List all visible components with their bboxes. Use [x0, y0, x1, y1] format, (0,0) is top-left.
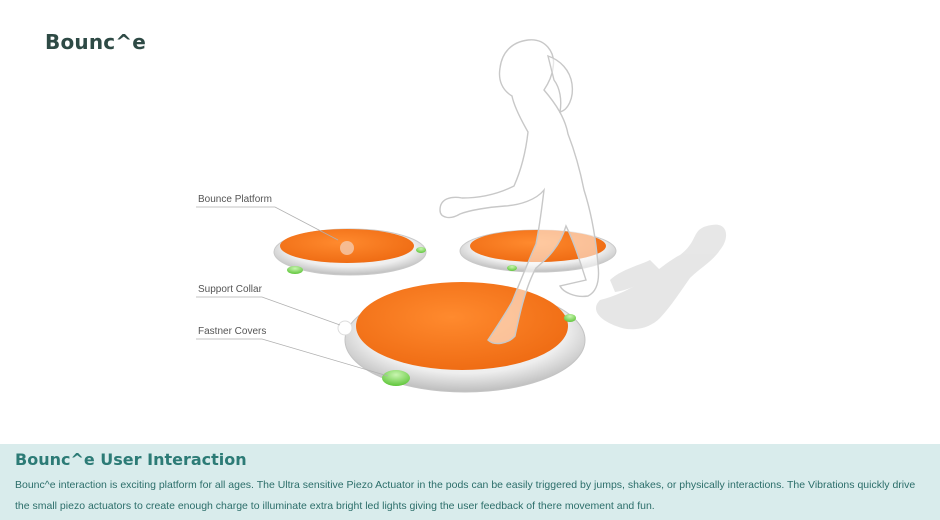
bounce-platform-left — [273, 228, 427, 276]
callout-fastner-covers: Fastner Covers — [198, 326, 267, 337]
callout-lines — [196, 206, 389, 377]
callout-bounce-platform: Bounce Platform — [198, 194, 272, 205]
figure-shadow — [595, 224, 727, 330]
info-panel-body: Bounc^e interaction is exciting platform… — [15, 479, 916, 512]
callout-support-collar: Support Collar — [198, 284, 262, 295]
leader-bounce-platform — [196, 206, 339, 241]
info-panel: Bounc^e User Interaction Bounc^e interac… — [0, 444, 940, 520]
leader-fastner-covers — [196, 338, 389, 377]
child-figure — [439, 39, 600, 345]
bounce-platform-main — [337, 282, 586, 393]
info-panel-title: Bounc^e User Interaction — [15, 450, 247, 469]
brand-title: Bounc^e — [45, 30, 147, 54]
leader-support-collar — [196, 296, 341, 326]
product-illustration — [196, 39, 727, 393]
